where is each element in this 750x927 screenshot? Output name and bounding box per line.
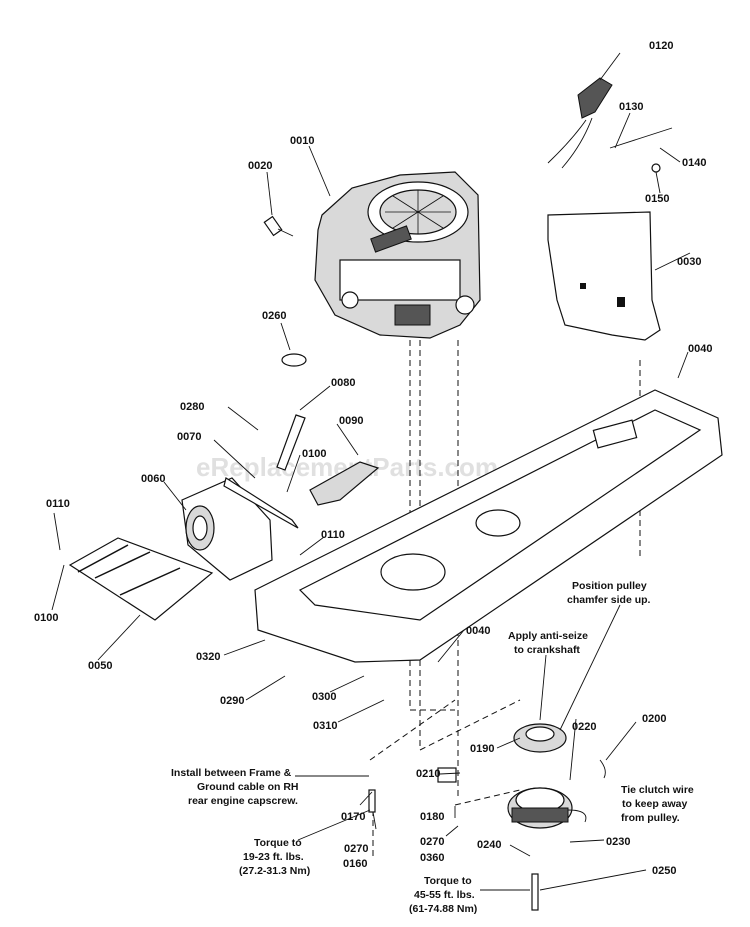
label-0080: 0080 bbox=[331, 377, 355, 389]
label-0100b: 0100 bbox=[34, 612, 58, 624]
label-0170: 0170 bbox=[341, 811, 365, 823]
svg-text:Tie clutch wire: Tie clutch wire bbox=[621, 784, 694, 796]
engine bbox=[314, 171, 481, 339]
label-0320: 0320 bbox=[196, 651, 220, 663]
label-0030: 0030 bbox=[677, 256, 701, 268]
label-0310: 0310 bbox=[313, 720, 337, 732]
label-0250: 0250 bbox=[652, 865, 676, 877]
label-0090: 0090 bbox=[339, 415, 363, 427]
pulley-bolt bbox=[531, 873, 539, 911]
svg-text:Install between Frame &: Install between Frame & bbox=[171, 767, 292, 779]
muffler-bracket bbox=[223, 477, 299, 529]
label-0280: 0280 bbox=[180, 401, 204, 413]
electric-clutch bbox=[507, 759, 606, 829]
label-0140: 0140 bbox=[682, 157, 706, 169]
note-torque1: Torque to 19-23 ft. lbs. (27.2-31.3 Nm) bbox=[239, 837, 310, 877]
label-0300: 0300 bbox=[312, 691, 336, 703]
label-0040a: 0040 bbox=[688, 343, 712, 355]
label-0150: 0150 bbox=[645, 193, 669, 205]
svg-text:45-55 ft. lbs.: 45-55 ft. lbs. bbox=[414, 889, 475, 901]
svg-text:Position pulley: Position pulley bbox=[572, 580, 647, 592]
part-labels: 0010 0020 0030 0040 0040 0050 0060 0070 … bbox=[34, 40, 712, 877]
note-antiseize: Apply anti-seize to crankshaft bbox=[508, 630, 588, 656]
svg-text:Apply anti-seize: Apply anti-seize bbox=[508, 630, 588, 642]
label-0120: 0120 bbox=[649, 40, 673, 52]
label-0110b: 0110 bbox=[321, 529, 345, 541]
chassis-frame bbox=[254, 389, 723, 663]
svg-text:19-23 ft. lbs.: 19-23 ft. lbs. bbox=[243, 851, 304, 863]
exhaust-gasket bbox=[281, 353, 307, 367]
label-0230: 0230 bbox=[606, 836, 630, 848]
label-0290: 0290 bbox=[220, 695, 244, 707]
label-0060: 0060 bbox=[141, 473, 165, 485]
label-0010: 0010 bbox=[290, 135, 314, 147]
label-0110a: 0110 bbox=[46, 498, 70, 510]
ground-capscrew bbox=[368, 789, 376, 813]
svg-text:(61-74.88 Nm): (61-74.88 Nm) bbox=[409, 903, 477, 915]
label-0260: 0260 bbox=[262, 310, 286, 322]
label-0220: 0220 bbox=[572, 721, 596, 733]
label-0240: 0240 bbox=[477, 839, 501, 851]
label-0020: 0020 bbox=[248, 160, 272, 172]
label-0160: 0160 bbox=[343, 858, 367, 870]
svg-text:to crankshaft: to crankshaft bbox=[514, 644, 580, 656]
note-clutchwire: Tie clutch wire to keep away from pulley… bbox=[621, 784, 694, 824]
label-0070: 0070 bbox=[177, 431, 201, 443]
note-ground: Install between Frame & Ground cable on … bbox=[171, 767, 299, 807]
exhaust-hose bbox=[309, 461, 380, 506]
exhaust-pipe bbox=[276, 414, 306, 471]
note-torque2: Torque to 45-55 ft. lbs. (61-74.88 Nm) bbox=[409, 875, 477, 915]
label-0100a: 0100 bbox=[302, 448, 326, 460]
leader-lines bbox=[51, 52, 691, 891]
pulley bbox=[513, 723, 567, 753]
muffler bbox=[181, 477, 273, 581]
label-0270a: 0270 bbox=[344, 843, 368, 855]
note-pulley: Position pulley chamfer side up. bbox=[567, 580, 651, 606]
svg-text:Torque to: Torque to bbox=[424, 875, 472, 887]
label-0050: 0050 bbox=[88, 660, 112, 672]
label-0270b: 0270 bbox=[420, 836, 444, 848]
svg-text:chamfer side up.: chamfer side up. bbox=[567, 594, 651, 606]
throttle-control bbox=[547, 77, 673, 173]
svg-text:(27.2-31.3 Nm): (27.2-31.3 Nm) bbox=[239, 865, 310, 877]
label-0360: 0360 bbox=[420, 852, 444, 864]
label-0180: 0180 bbox=[420, 811, 444, 823]
svg-text:rear engine capscrew.: rear engine capscrew. bbox=[188, 795, 298, 807]
clutch-bracket bbox=[437, 767, 457, 783]
label-0130: 0130 bbox=[619, 101, 643, 113]
label-0040b: 0040 bbox=[466, 625, 490, 637]
muffler-guard bbox=[68, 537, 214, 621]
svg-text:Ground cable on RH: Ground cable on RH bbox=[197, 781, 299, 793]
svg-text:Torque to: Torque to bbox=[254, 837, 302, 849]
label-0190: 0190 bbox=[470, 743, 494, 755]
heat-shield-plate bbox=[547, 211, 661, 341]
label-0210: 0210 bbox=[416, 768, 440, 780]
label-0200: 0200 bbox=[642, 713, 666, 725]
dipstick-cap bbox=[263, 215, 294, 237]
svg-text:from pulley.: from pulley. bbox=[621, 812, 680, 824]
svg-text:to keep away: to keep away bbox=[622, 798, 688, 810]
